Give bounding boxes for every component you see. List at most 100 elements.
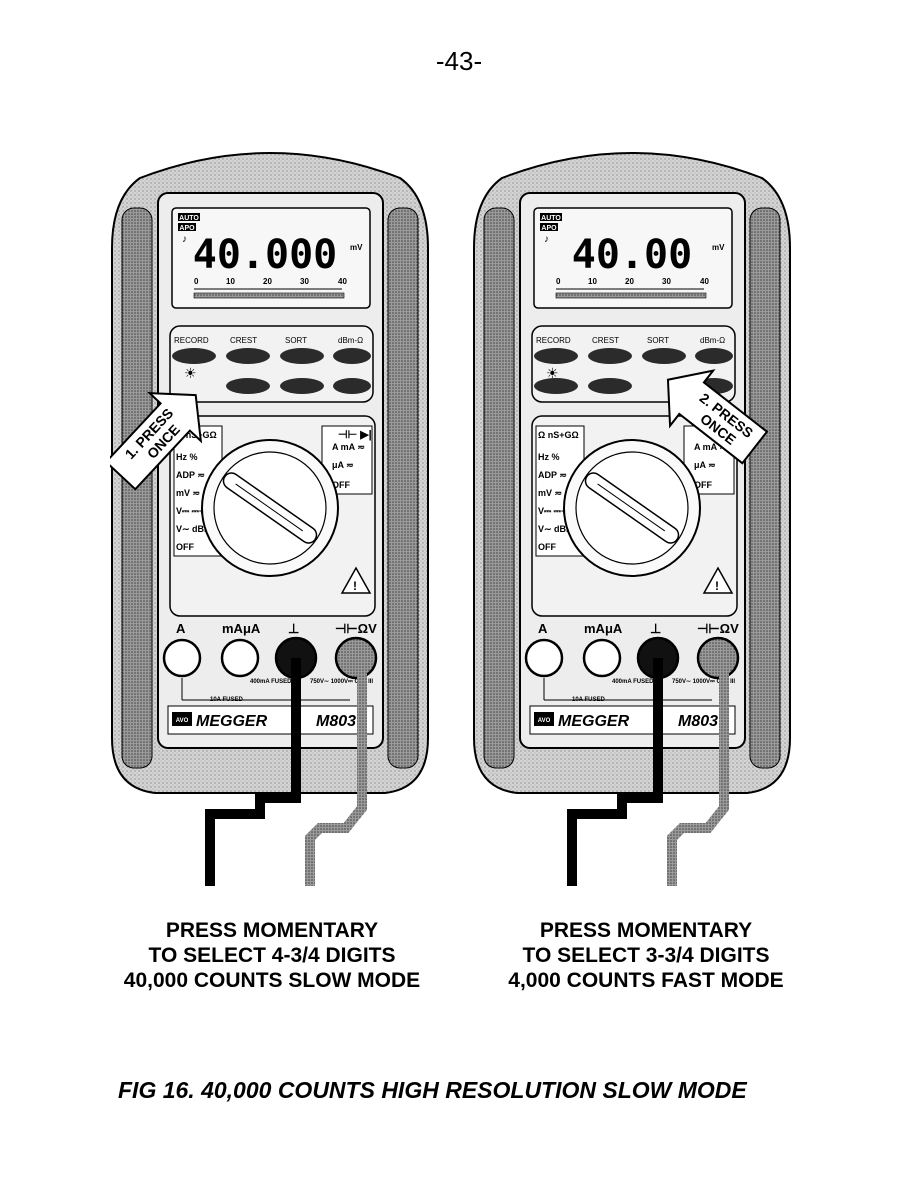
terminal-label-ma: mAμA bbox=[584, 621, 623, 636]
multimeter-illustration-right: AUTO APO ♪ 40.00 mV 0 10 20 30 40 RECORD… bbox=[473, 152, 791, 886]
lcd-display bbox=[171, 207, 371, 309]
lcd-unit: mV bbox=[712, 243, 725, 252]
brand-strip bbox=[167, 705, 374, 735]
svg-text:10: 10 bbox=[226, 277, 235, 286]
dbm-label: dBm-Ω bbox=[700, 336, 725, 345]
svg-text:V∼ dBm: V∼ dBm bbox=[176, 524, 212, 534]
crest-button[interactable] bbox=[588, 348, 632, 364]
crest-button[interactable] bbox=[226, 348, 270, 364]
svg-text:OFF: OFF bbox=[176, 542, 194, 552]
beeper-icon: ♪ bbox=[544, 234, 549, 245]
crest-label: CREST bbox=[230, 336, 257, 345]
red-test-lead bbox=[667, 658, 729, 886]
figure-caption: FIG 16. 40,000 COUNTS HIGH RESOLUTION SL… bbox=[118, 1077, 747, 1103]
brand-name: MEGGER bbox=[558, 713, 630, 730]
black-test-lead bbox=[567, 658, 663, 886]
record-label: RECORD bbox=[536, 336, 571, 345]
svg-text:0: 0 bbox=[556, 277, 561, 286]
rel-button[interactable] bbox=[333, 378, 371, 394]
apo-indicator: APO bbox=[179, 225, 195, 232]
svg-text:Ω nS+GΩ: Ω nS+GΩ bbox=[538, 430, 579, 440]
lcd-display bbox=[533, 207, 733, 309]
terminal-label-com: ⊥ bbox=[650, 621, 661, 636]
sort-label: SORT bbox=[285, 336, 307, 345]
svg-text:400mA FUSED: 400mA FUSED bbox=[612, 679, 654, 685]
function-labels-right: A mA ≂ μA ≂ OFF bbox=[694, 442, 727, 490]
svg-text:20: 20 bbox=[625, 277, 634, 286]
backlight-icon: ☀ bbox=[546, 365, 559, 381]
terminal-label-a: A bbox=[176, 621, 186, 636]
svg-text:ADP ≂: ADP ≂ bbox=[538, 470, 567, 480]
diode-icon: ⊣⊢ ▶| bbox=[338, 428, 372, 441]
bargraph-scale: 0 10 20 30 40 bbox=[556, 277, 709, 286]
caption-left: PRESS MOMENTARY TO SELECT 4-3/4 DIGITS 4… bbox=[123, 919, 421, 992]
dbm-label: dBm-Ω bbox=[338, 336, 363, 345]
terminal-ma[interactable] bbox=[220, 638, 260, 678]
svg-text:Hz %: Hz % bbox=[538, 452, 560, 462]
model-name: M803 bbox=[316, 713, 356, 730]
avo-logo: AVO bbox=[538, 718, 551, 724]
terminal-a[interactable] bbox=[524, 638, 564, 678]
terminal-ma[interactable] bbox=[582, 638, 622, 678]
record-button[interactable] bbox=[534, 348, 578, 364]
function-labels-left: Ω nS+GΩ Hz % ADP ≂ mV ≂ V⎓ ⎓+∼ V∼ dBm OF… bbox=[538, 430, 579, 552]
terminal-label-com: ⊥ bbox=[288, 621, 299, 636]
record-label: RECORD bbox=[174, 336, 209, 345]
lcd-reading: 40.00 bbox=[572, 232, 692, 278]
light-button[interactable] bbox=[534, 378, 578, 394]
svg-text:0: 0 bbox=[194, 277, 199, 286]
record-button[interactable] bbox=[172, 348, 216, 364]
svg-text:Hz %: Hz % bbox=[176, 452, 198, 462]
page-number: -43- bbox=[435, 46, 483, 76]
svg-text:40: 40 bbox=[338, 277, 347, 286]
warning-icon bbox=[340, 566, 372, 594]
brand-strip bbox=[529, 705, 736, 735]
apo-indicator: APO bbox=[541, 225, 557, 232]
svg-text:30: 30 bbox=[662, 277, 671, 286]
svg-text:40: 40 bbox=[700, 277, 709, 286]
terminal-label-a: A bbox=[538, 621, 548, 636]
backlight-icon: ☀ bbox=[184, 365, 197, 381]
svg-text:10: 10 bbox=[588, 277, 597, 286]
dbm-button[interactable] bbox=[333, 348, 371, 364]
range-button[interactable] bbox=[226, 378, 270, 394]
avo-logo: AVO bbox=[176, 718, 189, 724]
terminal-label-v: ⊣⊢ΩV bbox=[335, 621, 377, 636]
warning-icon bbox=[702, 566, 734, 594]
svg-text:mV ≂: mV ≂ bbox=[538, 488, 562, 498]
caption-right: PRESS MOMENTARY TO SELECT 3-3/4 DIGITS 4… bbox=[508, 919, 784, 992]
red-test-lead bbox=[305, 658, 367, 886]
terminal-a[interactable] bbox=[162, 638, 202, 678]
brand-name: MEGGER bbox=[196, 713, 268, 730]
dbm-button[interactable] bbox=[695, 348, 733, 364]
auto-indicator: AUTO bbox=[541, 215, 561, 222]
svg-text:ADP ≂: ADP ≂ bbox=[176, 470, 205, 480]
beeper-icon: ♪ bbox=[182, 234, 187, 245]
lcd-unit: mV bbox=[350, 243, 363, 252]
svg-text:20: 20 bbox=[263, 277, 272, 286]
terminal-v[interactable] bbox=[334, 636, 378, 680]
svg-text:mV ≂: mV ≂ bbox=[176, 488, 200, 498]
svg-text:μA ≂: μA ≂ bbox=[332, 460, 354, 470]
auto-indicator: AUTO bbox=[179, 215, 199, 222]
crest-label: CREST bbox=[592, 336, 619, 345]
multimeter-illustration-left: AUTO APO ♪ 40.000 mV 0 10 20 30 40 RECOR… bbox=[110, 152, 429, 886]
svg-text:30: 30 bbox=[300, 277, 309, 286]
terminal-label-v: ⊣⊢ΩV bbox=[697, 621, 739, 636]
svg-text:A mA ≂: A mA ≂ bbox=[332, 442, 365, 452]
model-name: M803 bbox=[678, 713, 718, 730]
sort-button[interactable] bbox=[642, 348, 686, 364]
svg-text:V⎓ ⎓+∼: V⎓ ⎓+∼ bbox=[538, 506, 572, 516]
sort-button[interactable] bbox=[280, 348, 324, 364]
range-button[interactable] bbox=[588, 378, 632, 394]
svg-text:!: ! bbox=[715, 579, 719, 593]
function-labels-right: A mA ≂ μA ≂ OFF bbox=[332, 442, 365, 490]
black-test-lead bbox=[205, 658, 301, 886]
svg-text:μA ≂: μA ≂ bbox=[694, 460, 716, 470]
terminal-v[interactable] bbox=[696, 636, 740, 680]
svg-text:OFF: OFF bbox=[332, 480, 350, 490]
svg-text:400mA FUSED: 400mA FUSED bbox=[250, 679, 292, 685]
svg-text:!: ! bbox=[353, 579, 357, 593]
hold-button[interactable] bbox=[280, 378, 324, 394]
lcd-reading: 40.000 bbox=[193, 232, 338, 278]
